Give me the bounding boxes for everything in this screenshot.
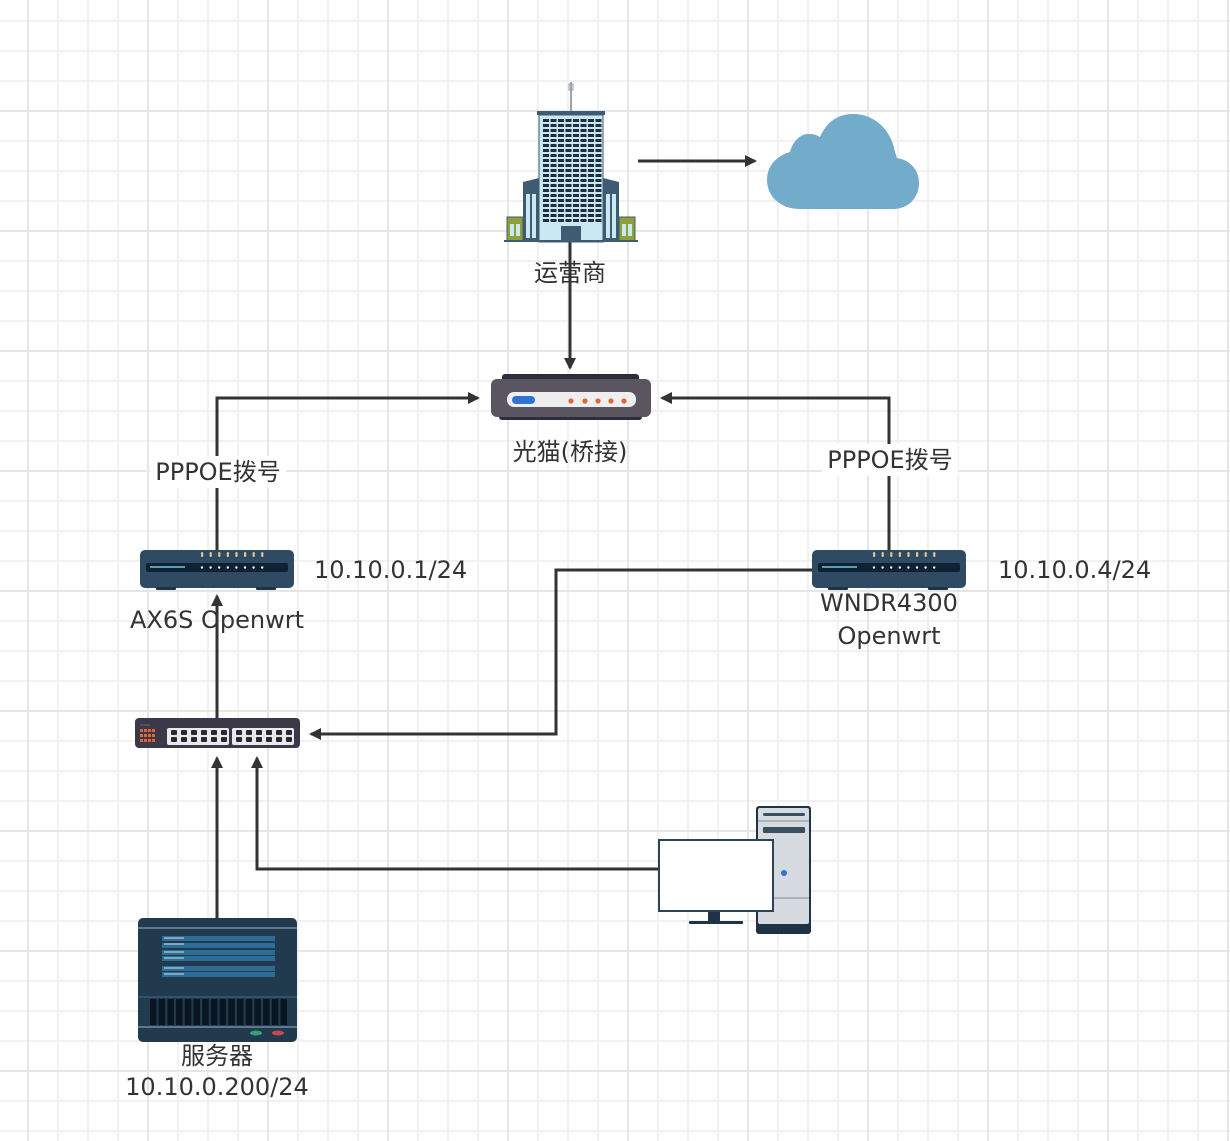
modem-label: 光猫(桥接) xyxy=(512,438,628,466)
edge-pc-to-switch[interactable] xyxy=(251,756,659,871)
router-icon[interactable] xyxy=(812,550,966,590)
server-ip: 10.10.0.200/24 xyxy=(125,1073,309,1101)
router-right-label-line1: WNDR4300 xyxy=(820,589,958,617)
cloud-icon[interactable] xyxy=(767,114,919,209)
edge-label-pppoe-right: PPPOE拨号 xyxy=(822,444,958,476)
isp-label: 运营商 xyxy=(534,259,606,287)
server-label: 服务器 xyxy=(181,1042,253,1070)
edges xyxy=(211,155,891,918)
network-switch-icon[interactable] xyxy=(135,718,300,748)
router-left-ip: 10.10.0.1/24 xyxy=(314,556,468,584)
desktop-pc-icon[interactable] xyxy=(658,806,811,934)
edge-label-pppoe-left: PPPOE拨号 xyxy=(150,456,286,488)
edge-router-right-to-modem[interactable] xyxy=(660,392,891,550)
router-icon[interactable] xyxy=(140,550,294,590)
router-right-ip: 10.10.0.4/24 xyxy=(998,556,1152,584)
office-building-icon[interactable] xyxy=(504,82,638,243)
modem-icon[interactable] xyxy=(491,374,651,420)
edge-router-left-to-modem[interactable] xyxy=(215,392,480,550)
router-left-label: AX6S Openwrt xyxy=(130,606,304,634)
server-icon[interactable] xyxy=(138,918,297,1042)
edge-router-right-to-switch[interactable] xyxy=(309,568,812,740)
router-right-label-line2: Openwrt xyxy=(837,622,941,650)
